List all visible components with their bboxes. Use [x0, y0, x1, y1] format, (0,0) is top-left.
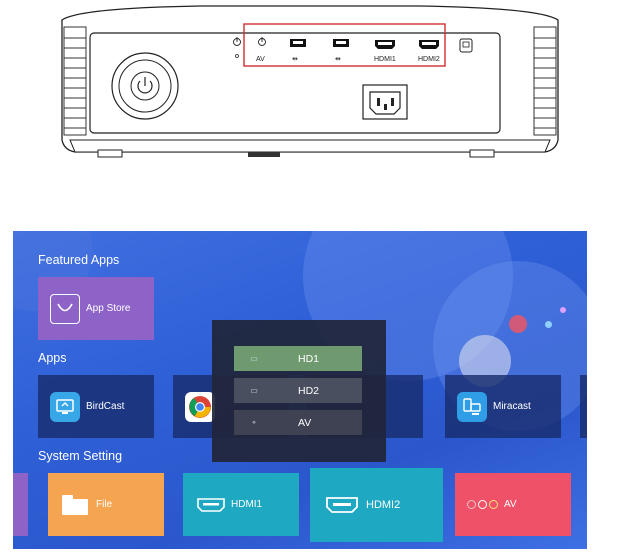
hdmi1-port: HDMI1 — [374, 40, 396, 63]
source-item-av[interactable]: ⚬ AV — [234, 410, 362, 435]
av-port: AV — [256, 37, 266, 63]
miracast-label: Miracast — [493, 401, 531, 412]
hdmi1-port-label: HDMI1 — [374, 56, 396, 63]
system-setting-heading: System Setting — [38, 449, 123, 463]
birdcast-tile[interactable]: BirdCast — [38, 375, 154, 438]
source-item-label: HD2 — [298, 384, 320, 397]
source-item-label: AV — [298, 416, 312, 429]
source-item-hd1[interactable]: ▭ HD1 — [234, 346, 362, 371]
apps-heading: Apps — [38, 351, 67, 365]
source-item-label: HD1 — [298, 352, 320, 365]
chrome-icon — [185, 391, 215, 422]
bg-dot — [509, 315, 527, 333]
source-item-hd2[interactable]: ▭ HD2 — [234, 378, 362, 403]
power-indicator-icon — [233, 37, 241, 58]
settings-tile-edge[interactable] — [13, 473, 28, 536]
hdmi-icon — [326, 497, 358, 513]
ac-power-inlet — [362, 84, 408, 120]
hdmi-small-icon: ▭ — [250, 386, 258, 395]
usb-symbol-2: ⇹ — [335, 56, 341, 63]
folder-icon — [62, 494, 88, 515]
bg-dot — [560, 307, 566, 313]
hdmi2-port: HDMI2 — [418, 40, 440, 63]
miracast-icon — [457, 391, 487, 422]
hdmi1-tile[interactable]: HDMI1 — [183, 473, 299, 536]
birdcast-icon — [50, 391, 80, 422]
hdmi-icon — [197, 497, 225, 512]
miracast-tile[interactable]: Miracast — [445, 375, 561, 438]
shopping-bag-icon — [50, 293, 80, 324]
port-highlight-frame — [243, 23, 446, 67]
file-label: File — [96, 499, 113, 510]
bg-dot — [545, 321, 552, 328]
av-plug-icon: ⚬ — [250, 418, 258, 427]
kensington-lock-icon — [459, 38, 473, 53]
input-source-popup: ▭ HD1 ▭ HD2 ⚬ AV — [212, 320, 386, 462]
usb-port-1: ⇹ — [290, 39, 306, 63]
hdmi2-tile[interactable]: HDMI2 — [310, 468, 443, 542]
projector-rear-panel: AV ⇹ ⇹ HDMI1 HDMI2 — [61, 5, 559, 158]
app-tile-edge[interactable] — [580, 375, 587, 438]
hdmi2-port-label: HDMI2 — [418, 56, 440, 63]
app-store-label: App Store — [86, 303, 131, 314]
birdcast-label: BirdCast — [86, 401, 125, 412]
usb-port-2: ⇹ — [333, 39, 349, 63]
file-tile[interactable]: File — [48, 473, 164, 536]
hdmi2-label: HDMI2 — [366, 499, 401, 511]
av-label: AV — [504, 499, 517, 510]
usb-symbol-1: ⇹ — [292, 56, 298, 63]
power-knob — [111, 52, 179, 120]
hdmi1-label: HDMI1 — [231, 499, 263, 510]
av-tile[interactable]: AV — [455, 473, 571, 536]
app-store-tile[interactable]: App Store — [38, 277, 154, 340]
featured-apps-heading: Featured Apps — [38, 253, 120, 267]
left-vent — [63, 26, 87, 136]
home-screen: Featured Apps App Store Apps BirdCast — [13, 231, 587, 549]
av-connectors-icon — [467, 500, 498, 509]
hdmi-small-icon: ▭ — [250, 354, 258, 363]
right-vent — [533, 26, 557, 136]
av-port-label: AV — [256, 56, 265, 63]
